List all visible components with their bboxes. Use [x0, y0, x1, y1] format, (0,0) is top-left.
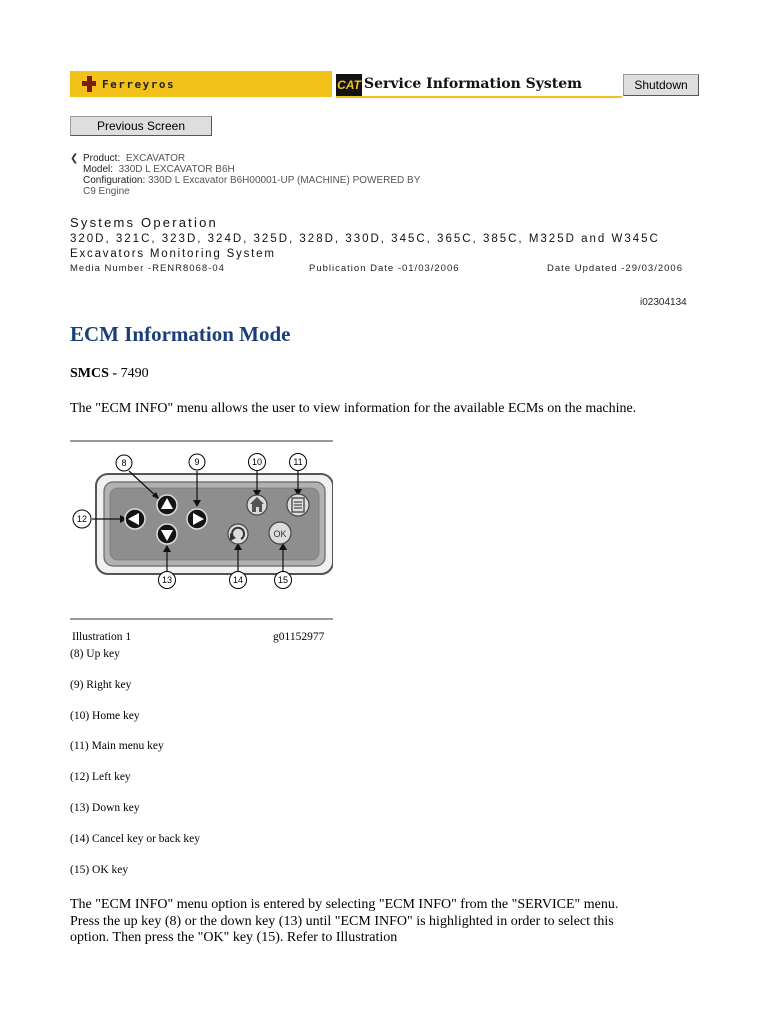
up-key [156, 494, 178, 516]
shutdown-button[interactable]: Shutdown [623, 74, 699, 96]
cat-logo: CAT [336, 74, 362, 96]
callout-11: 11 [289, 453, 307, 471]
figure-bottom-rule [70, 618, 333, 620]
svg-text:10: 10 [252, 457, 262, 467]
callout-15: 15 [274, 571, 292, 589]
body-line: The "ECM INFO" menu option is entered by… [70, 897, 619, 912]
svg-text:11: 11 [293, 457, 302, 467]
list-item: (8) Up key [70, 648, 120, 660]
left-key [124, 508, 146, 530]
list-item: (14) Cancel key or back key [70, 832, 200, 845]
product-value: EXCAVATOR [125, 153, 186, 164]
ok-key: OK [268, 521, 292, 545]
page-title: ECM Information Mode [70, 322, 291, 346]
ferreyros-logo-icon [82, 76, 96, 92]
smcs-label: SMCS - [70, 366, 121, 381]
list-item: (9) Right key [70, 678, 132, 691]
previous-screen-button[interactable]: Previous Screen [70, 116, 212, 136]
svg-text:8: 8 [121, 458, 126, 468]
svg-text:9: 9 [194, 457, 199, 467]
list-item: (10) Home key [70, 709, 140, 722]
app-title: Service Information System [364, 76, 582, 92]
list-item: (13) Down key [70, 801, 140, 814]
smcs-value: 7490 [120, 366, 149, 381]
product-info: Product: EXCAVATOR Model: 330D L EXCAVAT… [83, 153, 420, 197]
down-key [156, 523, 178, 545]
list-item: (12) Left key [70, 771, 131, 784]
svg-text:14: 14 [233, 575, 243, 585]
svg-text:12: 12 [77, 514, 87, 524]
configuration-value: 330D L Excavator B6H00001-UP (MACHINE) P… [148, 175, 421, 186]
ferreyros-banner: Ferreyros [70, 71, 332, 97]
subsystem-title: Excavators Monitoring System [70, 248, 276, 260]
callout-14: 14 [229, 571, 247, 589]
smcs-code: SMCS - 7490 [70, 366, 149, 382]
brand-name: Ferreyros [102, 77, 176, 91]
figure-top-rule [70, 440, 333, 442]
media-number: Media Number -RENR8068-04 [70, 263, 225, 274]
title-underline [336, 96, 622, 98]
key-legend: (8) Up key (9) Right key (10) Home key (… [70, 648, 200, 894]
keypad-illustration: OK 8 9 10 11 12 13 14 15 [72, 453, 333, 589]
body-line: option. Then press the "OK" key (15). Re… [70, 930, 398, 945]
section-title: Systems Operation [70, 215, 218, 230]
illustration-caption: Illustration 1 [72, 631, 132, 643]
callout-12: 12 [72, 509, 92, 529]
document-id: i02304134 [640, 297, 687, 308]
illustration-id: g01152977 [273, 631, 325, 643]
list-item: (11) Main menu key [70, 740, 164, 753]
body-paragraph: The "ECM INFO" menu option is entered by… [70, 897, 700, 947]
home-key [246, 494, 268, 516]
publication-date: Publication Date -01/03/2006 [309, 263, 460, 274]
product-label: Product: [83, 153, 121, 164]
list-item: (15) OK key [70, 863, 129, 876]
intro-paragraph: The "ECM INFO" menu allows the user to v… [70, 401, 637, 416]
main-menu-key [286, 493, 310, 517]
callout-13: 13 [158, 571, 176, 589]
model-list: 320D, 321C, 323D, 324D, 325D, 328D, 330D… [70, 233, 660, 245]
back-arrow-icon[interactable]: ❮ [70, 153, 79, 164]
ok-key-label: OK [273, 529, 286, 539]
callout-8: 8 [115, 454, 133, 472]
cancel-back-key [227, 523, 249, 545]
svg-text:13: 13 [162, 575, 172, 585]
configuration-value-cont: C9 Engine [83, 186, 130, 197]
configuration-label: Configuration: [83, 175, 146, 186]
callout-9: 9 [188, 453, 206, 471]
right-key [186, 508, 208, 530]
model-label: Model: [83, 164, 114, 175]
callout-10: 10 [248, 453, 266, 471]
svg-text:15: 15 [278, 575, 288, 585]
model-value: 330D L EXCAVATOR B6H [118, 164, 235, 175]
date-updated: Date Updated -29/03/2006 [547, 263, 683, 274]
body-line: Press the up key (8) or the down key (13… [70, 913, 614, 929]
